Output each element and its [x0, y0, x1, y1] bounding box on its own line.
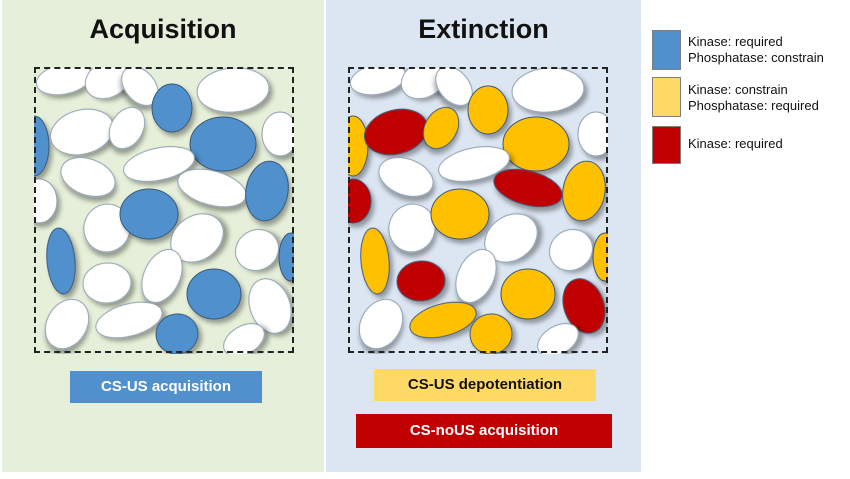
legend-text-yellow: Kinase: constrain Phosphatase: required	[688, 82, 819, 114]
ext-cell-yellow	[500, 268, 556, 320]
legend-line: Kinase: required	[688, 34, 783, 49]
acquisition-panel: Acquisition CS-US acquisition	[2, 0, 324, 472]
acq-cell-white	[95, 301, 163, 339]
ext-cell-white	[388, 203, 436, 253]
extinction-panel: Extinction CS-US depotentiation CS-noUS …	[326, 0, 641, 472]
extinction-cell-field	[348, 68, 608, 354]
acq-cell-white	[248, 278, 292, 334]
legend-swatch-yellow	[652, 77, 681, 117]
acq-cell-white	[44, 298, 90, 350]
acq-cell-white	[84, 68, 132, 100]
acq-cell-blue	[155, 313, 199, 354]
ext-cell-yellow	[562, 160, 606, 222]
acq-cell-blue	[34, 115, 50, 177]
acq-cell-blue	[278, 232, 294, 282]
legend-line: Phosphatase: constrain	[688, 50, 824, 65]
acq-cell-blue	[245, 160, 289, 222]
ext-cell-yellow	[430, 188, 490, 240]
legend-swatch-blue	[652, 30, 681, 70]
extinction-dashed-frame	[348, 67, 608, 353]
ext-cell-white	[438, 146, 510, 182]
ext-cell-red	[348, 178, 372, 224]
ext-cell-white	[358, 298, 404, 350]
ext-cell-red	[493, 168, 563, 208]
acq-cell-blue	[119, 188, 179, 240]
acq-cell-white	[108, 106, 146, 150]
legend-text-blue: Kinase: required Phosphatase: constrain	[688, 34, 824, 66]
acq-cell-white	[261, 111, 294, 157]
cs-us-depotentiation-label: CS-US depotentiation	[374, 369, 596, 401]
cs-nous-acquisition-label: CS-noUS acquisition	[356, 414, 612, 448]
ext-cell-yellow	[409, 301, 477, 339]
acq-cell-white	[123, 146, 195, 182]
ext-cell-white	[435, 68, 473, 106]
legend-line: Phosphatase: required	[688, 98, 819, 113]
ext-cell-white	[378, 157, 434, 197]
acquisition-cell-field	[34, 68, 294, 354]
acq-cell-blue	[186, 268, 242, 320]
ext-cell-red	[396, 260, 446, 302]
acq-cell-white	[83, 203, 131, 253]
extinction-title: Extinction	[418, 14, 549, 44]
legend-text-red: Kinase: required	[688, 136, 783, 152]
extinction-cells-svg	[348, 68, 608, 354]
legend-swatch-red	[652, 126, 681, 164]
ext-cell-yellow	[360, 227, 390, 295]
acquisition-cells-svg	[34, 68, 294, 354]
legend-line: Kinase: required	[688, 136, 783, 151]
acquisition-dashed-frame	[34, 67, 294, 353]
ext-cell-white	[577, 111, 608, 157]
ext-cell-yellow	[592, 232, 608, 282]
ext-cell-white	[400, 68, 448, 100]
acq-cell-blue	[46, 227, 76, 295]
ext-cell-yellow	[467, 85, 509, 135]
ext-cell-yellow	[502, 116, 570, 172]
acq-cell-blue	[151, 83, 193, 133]
ext-cell-red	[562, 278, 606, 334]
acq-cell-blue	[189, 116, 257, 172]
legend-line: Kinase: constrain	[688, 82, 788, 97]
acq-cell-white	[141, 249, 183, 303]
ext-cell-white	[455, 249, 497, 303]
acq-cell-white	[234, 228, 280, 272]
cs-us-acquisition-label: CS-US acquisition	[70, 371, 262, 403]
acq-cell-white	[34, 178, 58, 224]
ext-cell-white	[548, 228, 594, 272]
acquisition-title: Acquisition	[89, 14, 237, 44]
ext-cell-yellow	[422, 106, 460, 150]
acq-cell-white	[82, 262, 132, 304]
ext-cell-yellow	[469, 313, 513, 354]
acq-cell-white	[60, 157, 116, 197]
